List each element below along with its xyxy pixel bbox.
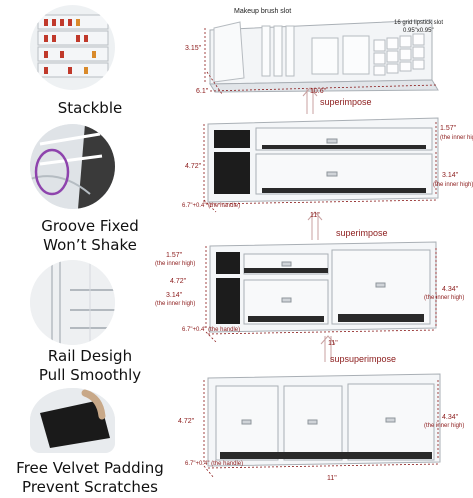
tier4-right-height: 4.34" [442,414,459,421]
brush-slot-label: Makeup brush slot [234,8,292,15]
tier3-inner-top: 1.57" [166,252,183,259]
lipstick-slot-size: 0.95"x0.95" [403,28,434,34]
tier2-inner-bottom: 3.14" [442,172,459,179]
tier2-inner-top: 1.57" [440,125,457,132]
velvet-pad-photo [30,388,115,453]
lipstick-slot-label: 16 grid lipstick slot [394,20,444,26]
tier2-illustration [207,117,439,203]
tier2-width: 11" [310,212,320,219]
tier3-inner-top-note: (the inner high) [155,261,196,267]
step-label-1: superimpose [320,97,372,107]
tier4-illustration [207,373,441,467]
step-label-3: supsuperimpose [330,354,397,364]
tier3-width: 11" [328,340,338,347]
feature-label-rail: Rail Desigh Pull Smoothly [38,347,142,384]
tier3-height: 4.72" [170,278,187,285]
tier2-inner-top-note: (the inner high) [440,135,473,141]
tier3-right-height: 4.34" [442,286,459,293]
stacked-drawers-photo [30,5,115,90]
stack-arrows [302,87,336,362]
step-label-2: superimpose [336,228,388,238]
tier3-depth: 6.7"+0.4" (the handle) [182,327,241,333]
tier2-inner-bottom-note: (the inner high) [433,182,473,188]
feature-label-groove: Groove Fixed Won’t Shake [41,217,139,254]
top-tray-illustration [209,19,439,93]
feature-label-stackable: Stackble [57,99,123,117]
tier4-height: 4.72" [178,418,195,425]
tier2-depth: 6.7"+0.4" (the handle) [182,203,241,209]
tray-height-label: 3.15" [185,45,202,52]
tier3-right-height-note: (the inner high) [424,295,465,301]
rail-closeup-photo [30,260,115,345]
tier2-height: 4.72" [185,163,202,170]
tier4-depth: 6.7"+0.4" (the handle) [185,461,244,467]
tray-width-label: 10.6" [310,88,327,95]
tier4-right-height-note: (the inner high) [424,423,465,429]
tier3-inner-mid: 3.14" [166,292,183,299]
feature-label-velvet: Free Velvet Padding Prevent Scratches [16,459,164,496]
tier3-illustration [209,241,437,333]
tier3-inner-mid-note: (the inner high) [155,301,196,307]
tray-depth-label: 6.1" [196,88,209,95]
tier4-width: 11" [327,475,337,482]
groove-closeup-photo [30,124,115,209]
